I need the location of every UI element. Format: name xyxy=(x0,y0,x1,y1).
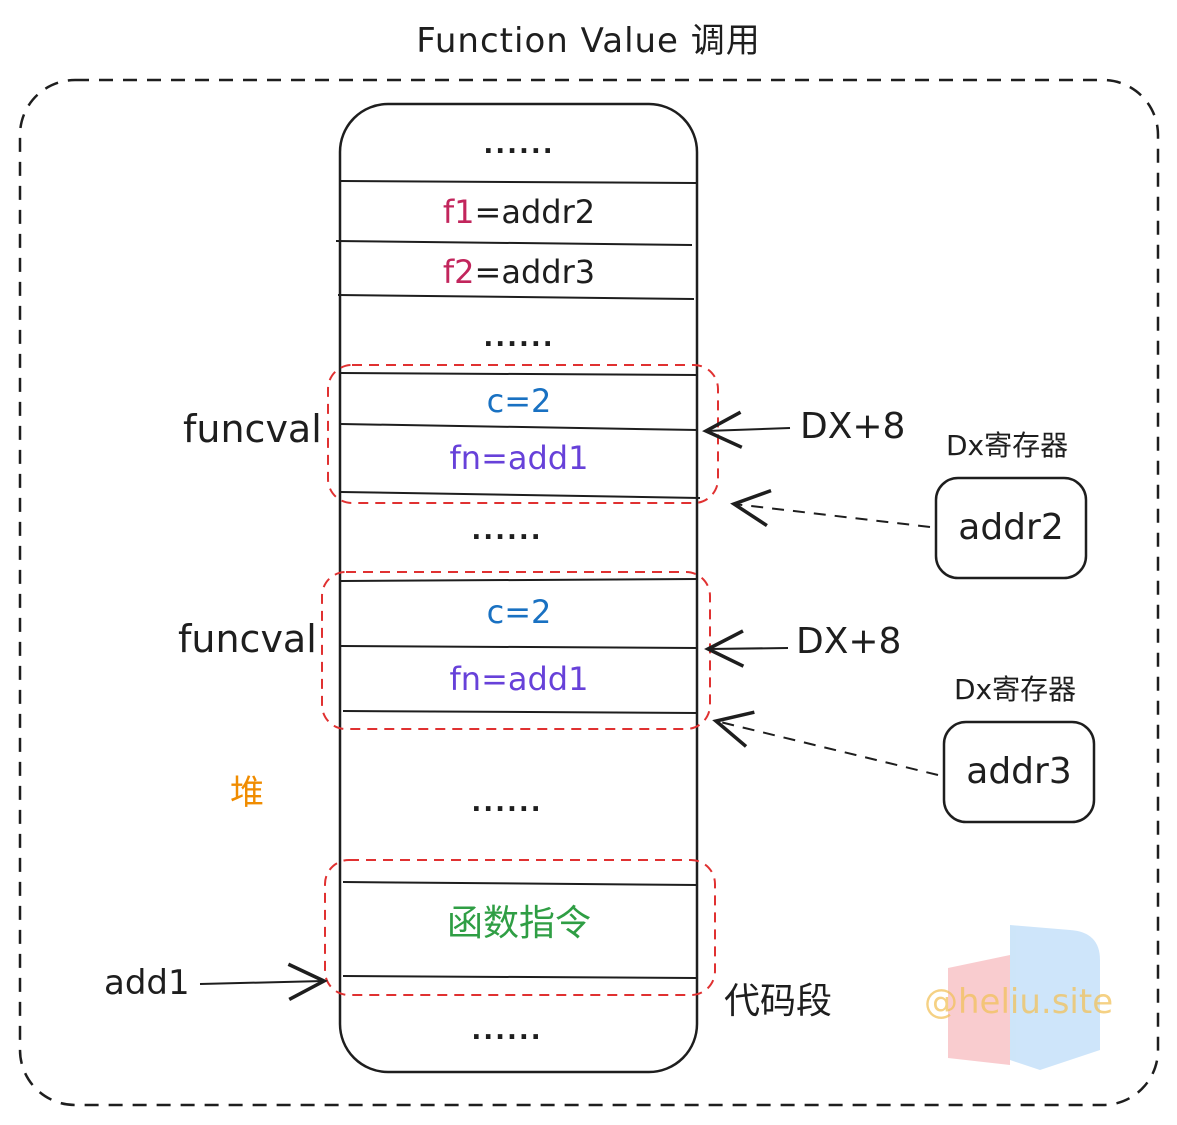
slot-f2: f2=addr3 xyxy=(342,256,696,288)
slot-bottom-dots: ...... xyxy=(471,1016,543,1046)
register-box-addr3 xyxy=(942,720,1096,824)
code-segment-label: 代码段 xyxy=(724,981,833,1022)
f1-name: f1 xyxy=(442,193,475,231)
funcval-1-c: c=2 xyxy=(486,382,552,420)
register-title-1: Dx寄存器 xyxy=(946,429,1069,462)
f1-value: =addr2 xyxy=(474,193,596,231)
heap-label: 堆 xyxy=(230,773,264,813)
funcval-2-fn: fn=add1 xyxy=(449,660,589,698)
outer-frame xyxy=(18,78,1160,1107)
funcval-1-fn: fn=add1 xyxy=(449,439,589,477)
slot-dots-2: ...... xyxy=(483,323,555,353)
register-value-2: addr3 xyxy=(966,751,1072,792)
funcval-2-c: c=2 xyxy=(486,593,552,631)
dx-offset-label-2: DX+8 xyxy=(796,621,902,662)
register-arrow-1 xyxy=(730,488,931,528)
register-value-1: addr2 xyxy=(958,507,1064,548)
f2-name: f2 xyxy=(442,253,475,291)
dx-arrow-1 xyxy=(702,410,791,449)
diagram-title: Function Value 调用 xyxy=(416,21,761,61)
slot-dividers xyxy=(335,180,701,979)
arrows xyxy=(199,410,939,1002)
add1-arrow xyxy=(199,962,328,1002)
funcval-label-2: funcval xyxy=(178,617,317,661)
dx-arrow-2 xyxy=(704,629,789,668)
watermark-text: @heliu.site xyxy=(924,982,1114,1022)
register-box-addr2 xyxy=(934,476,1088,580)
f2-value: =addr3 xyxy=(474,253,596,291)
slot-dots-4: ...... xyxy=(471,788,543,818)
watermark-logo xyxy=(948,925,1100,1070)
register-title-2: Dx寄存器 xyxy=(954,673,1077,706)
memory-column xyxy=(338,102,699,1074)
dx-offset-label-1: DX+8 xyxy=(800,406,906,447)
add1-label: add1 xyxy=(104,963,190,1003)
slot-dots-3: ...... xyxy=(471,516,543,546)
slot-top-dots: ...... xyxy=(483,130,555,160)
register-arrow-2 xyxy=(712,710,939,776)
funcval-label-1: funcval xyxy=(183,407,322,451)
slot-f1: f1=addr2 xyxy=(342,196,696,228)
code-instructions: 函数指令 xyxy=(446,903,591,944)
